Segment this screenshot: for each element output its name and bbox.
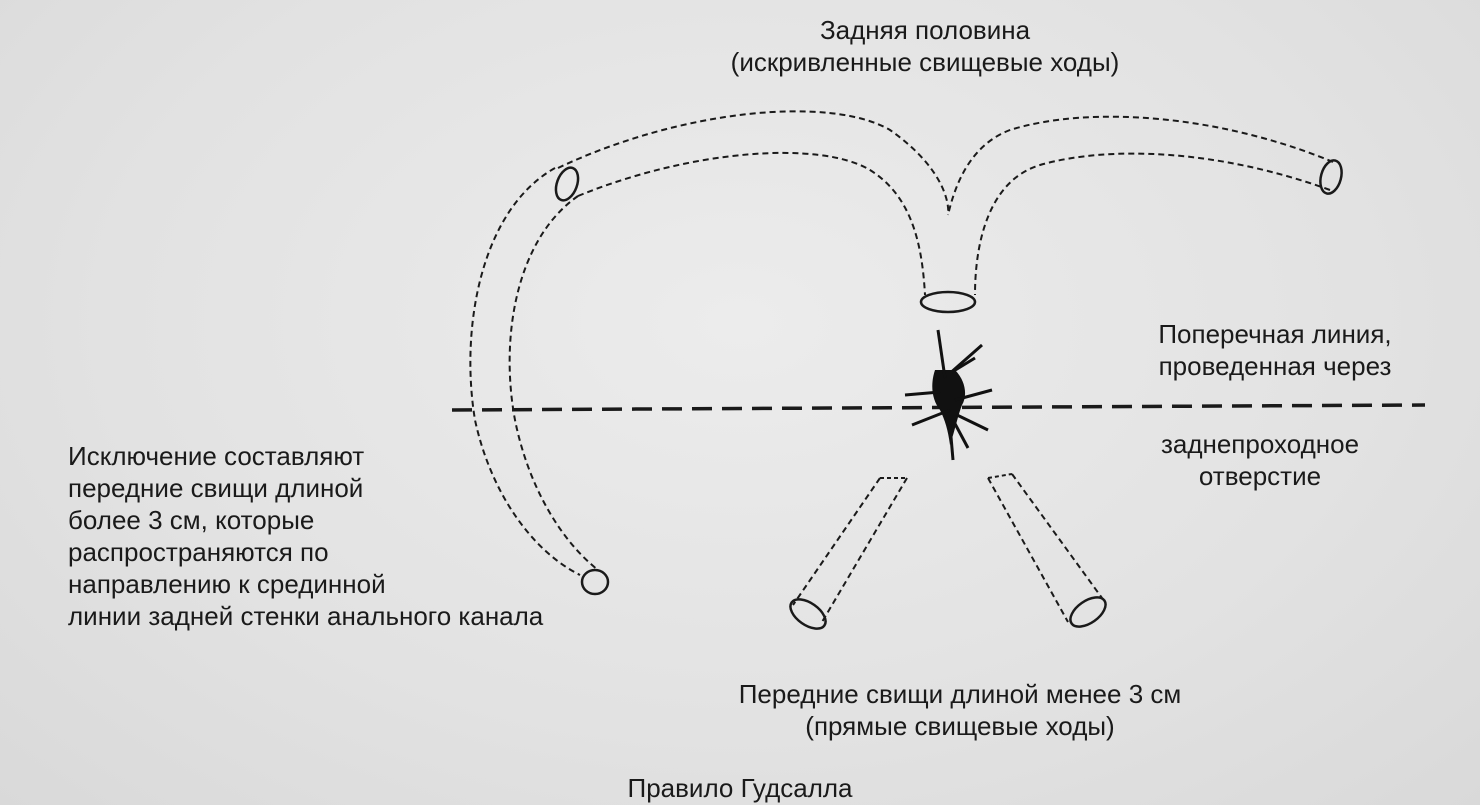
anus-mark: [904, 329, 993, 461]
arch-left-inner: [577, 151, 926, 296]
curved-tract-left-outer: [469, 167, 581, 576]
label-transverse-line2: проведенная через: [1158, 351, 1392, 381]
label-anterior-line2: (прямые свищевые ходы): [805, 711, 1115, 741]
opening-left-bottom: [580, 568, 610, 596]
label-posterior-half-line1: Задняя половина: [819, 15, 1031, 45]
label-anterior-line1: Передние свищи длиной менее 3 см: [738, 679, 1182, 709]
label-exception-line5: направлению к срединной: [68, 569, 386, 599]
label-transverse-line-lower: заднепроходное отверстие: [1095, 428, 1425, 492]
opening-center: [919, 290, 977, 314]
straight-tract-right-wall-2: [1011, 473, 1103, 599]
straight-tract-right-cap: [987, 473, 1013, 479]
arch-right-inner: [974, 152, 1331, 296]
label-posterior-half-line2: (искривленные свищевые ходы): [730, 47, 1120, 77]
arch-right-outer: [947, 115, 1334, 216]
label-transverse-line4: отверстие: [1198, 461, 1322, 491]
arch-left-outer: [557, 110, 950, 216]
label-exception-line6: линии задней стенки анального канала: [68, 601, 544, 631]
label-exception: Исключение составляют передние свищи дли…: [68, 440, 543, 632]
diagram-caption: Правило Гудсалла: [627, 773, 853, 803]
straight-tract-left-wall-1: [792, 477, 881, 606]
label-transverse-line3: заднепроходное: [1160, 429, 1360, 459]
label-exception-line4: распространяются по: [68, 537, 329, 567]
opening-anterior-right: [1069, 596, 1107, 628]
opening-anterior-left: [789, 598, 827, 630]
straight-tract-left-wall-2: [821, 477, 908, 623]
label-exception-line1: Исключение составляют: [68, 441, 365, 471]
label-transverse-line1: Поперечная линия,: [1158, 319, 1392, 349]
opening-left-top: [554, 166, 580, 202]
label-exception-line3: более 3 см, которые: [68, 505, 315, 535]
opening-right-top: [1319, 159, 1343, 195]
straight-tract-right-wall-1: [987, 477, 1069, 623]
label-transverse-line-upper: Поперечная линия, проведенная через: [1095, 318, 1455, 382]
curved-tract-left-inner: [508, 195, 599, 571]
label-exception-line2: передние свищи длиной: [68, 473, 364, 503]
label-anterior: Передние свищи длиной менее 3 см (прямые…: [640, 678, 1280, 742]
label-posterior-half: Задняя половина (искривленные свищевые х…: [660, 14, 1190, 78]
